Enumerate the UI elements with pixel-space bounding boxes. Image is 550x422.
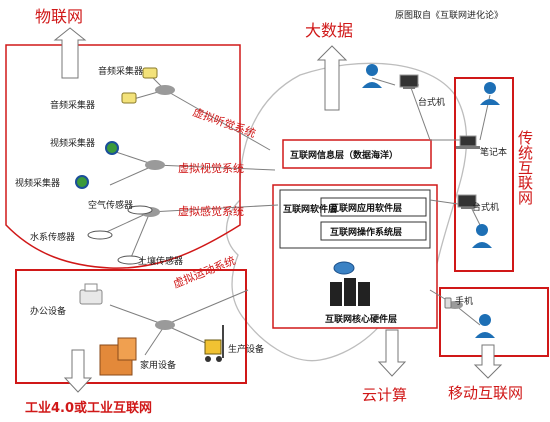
info-layer-box	[282, 139, 432, 169]
visual-system-label: 虚拟视觉系统	[178, 161, 244, 175]
server-icon-2	[344, 278, 356, 306]
cloud-title: 云计算	[362, 386, 407, 404]
mobile-title: 移动互联网	[448, 384, 523, 402]
os-layer-box	[320, 221, 427, 241]
soil-sensor-label: 土壤传感器	[138, 255, 183, 267]
office-equipment-label: 办公设备	[30, 305, 66, 317]
sensor-ovals	[87, 205, 153, 265]
head-silhouette	[225, 62, 468, 362]
traditional-box	[454, 77, 514, 272]
water-sensor-label: 水系传感器	[30, 231, 75, 243]
server-icon-3	[358, 282, 370, 306]
desktop-icon-right	[457, 194, 477, 209]
video-collector-icon-1	[105, 141, 119, 155]
video-collector-label-2: 视频采集器	[15, 177, 60, 189]
user-icon-desktop	[362, 64, 382, 88]
sensory-system-label: 虚拟感觉系统	[178, 204, 244, 218]
info-layer-label: 互联网信息层（数据海洋）	[290, 149, 398, 161]
server-icons	[330, 278, 370, 306]
user-icon-top-right	[480, 82, 500, 105]
air-sensor-node	[127, 205, 153, 215]
forklift-icon	[204, 325, 224, 362]
arrow-up-bigdata	[316, 45, 348, 111]
auditory-system-label: 虚拟听觉系统	[191, 105, 258, 141]
user-icon-mobile	[475, 314, 495, 338]
app-software-label: 互联网应用软件层	[330, 202, 402, 214]
video-collector-label-1: 视频采集器	[50, 137, 95, 149]
industrial-title: 工业4.0或工业互联网	[25, 400, 152, 416]
big-data-title: 大数据	[305, 21, 353, 40]
hardware-core-label: 互联网核心硬件层	[325, 313, 397, 325]
audio-collector-icon-1	[142, 67, 158, 79]
production-equipment-label: 生产设备	[228, 343, 264, 355]
arrow-down-cloud	[377, 329, 407, 377]
os-layer-label: 互联网操作系统层	[330, 226, 402, 238]
audio-collector-label-2: 音频采集器	[50, 99, 95, 111]
traditional-title: 传统互联网	[516, 130, 534, 206]
app-software-box	[320, 197, 427, 217]
air-sensor-label: 空气传感器	[88, 199, 133, 211]
phone-icon	[444, 297, 452, 309]
printer-icon	[79, 283, 103, 305]
home-equipment-label: 家用设备	[140, 359, 176, 371]
user-icons	[362, 64, 500, 338]
hub-industrial	[155, 320, 175, 330]
software-layer-label: 互联网软件层	[283, 203, 337, 215]
desktop-label-top: 台式机	[418, 96, 445, 108]
notebook-icon	[456, 135, 480, 149]
furniture-icon	[99, 337, 137, 376]
hub-audio	[155, 85, 175, 95]
video-collector-icon-2	[75, 175, 89, 189]
router-icon	[333, 261, 355, 275]
server-icon-1	[330, 282, 342, 306]
user-icon-bottom-right	[472, 224, 492, 248]
iot-boundary	[5, 44, 241, 269]
source-note: 原图取自《互联网进化论》	[395, 9, 503, 21]
iot-title: 物联网	[35, 7, 83, 26]
hub-video	[145, 160, 165, 170]
arrow-down-mobile	[473, 344, 503, 379]
water-sensor-node	[87, 230, 113, 240]
audio-collector-icon-2	[121, 92, 137, 104]
soil-sensor-node	[117, 255, 143, 265]
audio-collector-label-1: 音频采集器	[98, 65, 143, 77]
arrow-down-industrial	[63, 349, 93, 393]
industrial-box	[15, 269, 247, 384]
phone-label: 手机	[455, 295, 473, 307]
desktop-icon-top	[399, 74, 419, 89]
notebook-label: 笔记本	[480, 146, 507, 158]
arrow-up-iot	[53, 27, 87, 79]
desktop-label-right: 台式机	[472, 201, 499, 213]
